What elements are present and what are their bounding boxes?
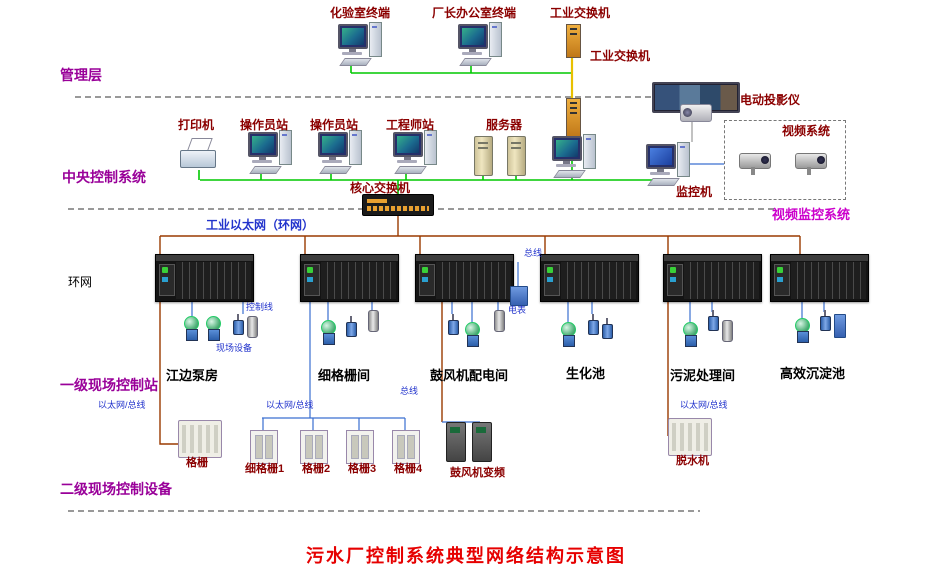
tank-icon — [834, 314, 846, 338]
pump-icon — [560, 322, 576, 347]
engineer-station-label: 工程师站 — [386, 118, 435, 132]
valve-icon — [233, 314, 244, 335]
core-switch-label: 核心交换机 — [350, 181, 411, 195]
cylinder-icon — [247, 316, 258, 338]
control-line-label: 控制线 — [246, 302, 274, 312]
pump-icon — [794, 318, 810, 343]
blower-vfd-icon — [446, 422, 466, 462]
plc-rack-sedimentation — [770, 254, 869, 302]
meter-label: 电表 — [508, 305, 527, 315]
video-monitor-system-label: 视频监控系统 — [772, 207, 851, 222]
pump-icon — [320, 320, 336, 345]
ring-label: 环网 — [68, 275, 93, 289]
dehydrator-icon — [668, 418, 712, 456]
station-label-sludge: 污泥处理间 — [670, 368, 736, 383]
grid-unit-2-icon — [300, 430, 328, 464]
station-label-fine-grid: 细格栅间 — [318, 368, 371, 383]
grid-unit-label-2: 格栅2 — [302, 463, 331, 475]
blower-vfd-icon — [472, 422, 492, 462]
core-switch-icon — [362, 194, 434, 216]
pump-icon — [682, 322, 698, 347]
lab-terminal-label: 化验室终端 — [330, 6, 391, 20]
projector-icon — [680, 104, 712, 122]
monitor-station-label: 监控机 — [676, 185, 713, 199]
projector-label: 电动投影仪 — [740, 93, 801, 107]
lab-terminal-icon — [338, 22, 384, 66]
industrial-switch-mid-icon — [566, 98, 581, 138]
plc-rack-fine-grid — [300, 254, 399, 302]
eth-bus-label-1: 以太网/总线 — [98, 400, 146, 410]
server-tower-2-icon — [507, 136, 526, 176]
valve-icon — [448, 314, 459, 335]
plc-rack-biochem — [540, 254, 639, 302]
valve-icon — [346, 316, 357, 337]
director-terminal-icon — [458, 22, 504, 66]
power-meter-icon — [510, 286, 528, 306]
grid-unit-label-3: 格栅3 — [348, 463, 377, 475]
field-equipment-label: 现场设备 — [216, 343, 253, 353]
operator-station-2-icon — [318, 130, 364, 174]
pump-icon — [183, 316, 199, 341]
station-label-biochem: 生化池 — [566, 366, 606, 381]
station-label-blower: 鼓风机配电间 — [430, 368, 509, 383]
grid-label: 格栅 — [186, 457, 208, 469]
central-layer-label: 中央控制系统 — [62, 169, 146, 185]
grid-unit-label-1: 细格栅1 — [245, 463, 285, 475]
grid-unit-3-icon — [346, 430, 374, 464]
plc-rack-sludge — [663, 254, 762, 302]
valve-icon — [588, 314, 599, 335]
operator-station-1-icon — [248, 130, 294, 174]
management-layer-label: 管理层 — [60, 67, 102, 83]
industrial-switch-label-2: 工业交换机 — [590, 49, 651, 63]
field-device-layer-label: 二级现场控制设备 — [60, 481, 172, 497]
grid-unit-label-4: 格栅4 — [394, 463, 423, 475]
plc-rack-blower — [415, 254, 514, 302]
engineer-station-icon — [393, 130, 439, 174]
video-system-label: 视频系统 — [782, 124, 831, 138]
ring-network-lines — [159, 214, 801, 445]
bus-label-bottom: 总线 — [400, 386, 419, 396]
plc-rack-pump-house — [155, 254, 254, 302]
eth-bus-label-3: 以太网/总线 — [680, 400, 728, 410]
eth-bus-label-2: 以太网/总线 — [266, 400, 314, 410]
valve-icon — [820, 310, 831, 331]
cylinder-icon — [722, 320, 733, 342]
server-tower-1-icon — [474, 136, 493, 176]
printer-icon — [180, 138, 216, 168]
industrial-switch-top-icon — [566, 24, 581, 58]
dehydrator-label: 脱水机 — [676, 455, 709, 467]
monitor-station-icon — [646, 142, 692, 186]
operator-station-label-1: 操作员站 — [240, 118, 289, 132]
station-label-sedimentation: 高效沉淀池 — [780, 366, 846, 381]
cylinder-icon — [494, 310, 505, 332]
valve-icon — [602, 318, 613, 339]
video-system-box — [724, 120, 846, 200]
camera-icon — [793, 149, 833, 179]
cylinder-icon — [368, 310, 379, 332]
field-station-layer-label: 一级现场控制站 — [60, 377, 158, 393]
industrial-ethernet-ring-label: 工业以太网（环网） — [206, 218, 315, 232]
valve-icon — [708, 310, 719, 331]
pump-icon — [205, 316, 221, 341]
grid-unit-4-icon — [392, 430, 420, 464]
diagram-title: 污水厂控制系统典型网络结构示意图 — [306, 546, 626, 566]
pump-icon — [464, 322, 480, 347]
operator-station-label-2: 操作员站 — [310, 118, 359, 132]
blower-vfd-label: 鼓风机变频 — [450, 467, 505, 479]
industrial-switch-label-1: 工业交换机 — [550, 6, 611, 20]
central-workstation-icon — [552, 134, 598, 178]
server-label: 服务器 — [486, 118, 523, 132]
director-terminal-label: 厂长办公室终端 — [432, 6, 517, 20]
grid-unit-1-icon — [250, 430, 278, 464]
grid-machine-icon — [178, 420, 222, 458]
bus-label-top: 总线 — [524, 248, 543, 258]
camera-icon — [737, 149, 777, 179]
printer-label: 打印机 — [178, 118, 215, 132]
station-label-pump-house: 江边泵房 — [166, 368, 219, 383]
